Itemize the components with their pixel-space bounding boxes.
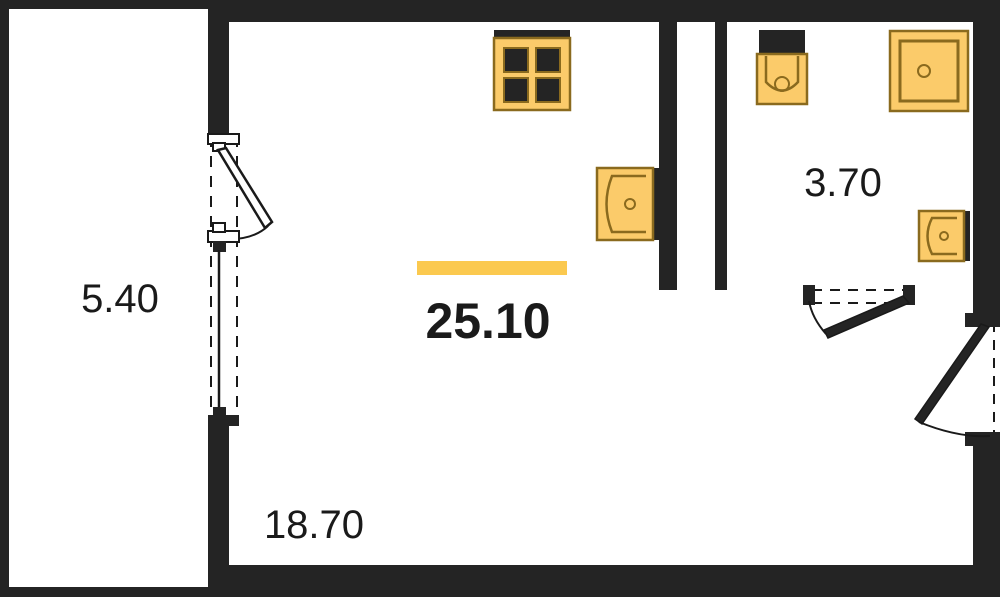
living-kitchen-interior xyxy=(229,22,659,565)
entrance-door[interactable] xyxy=(913,313,1000,446)
bottom-outer-wall xyxy=(229,565,973,597)
balcony-door-leaf[interactable] xyxy=(216,146,274,230)
balcony-mullion-bottom-block xyxy=(213,407,226,418)
toilet-body xyxy=(755,52,809,106)
living-kitchen-interior-right xyxy=(659,290,973,565)
toilet[interactable] xyxy=(755,30,809,106)
kitchen-sink-wall-strip xyxy=(651,168,659,240)
stove[interactable] xyxy=(492,30,572,112)
main-area-accent-bar xyxy=(417,261,567,275)
living-room-area-label: 18.70 xyxy=(264,503,364,547)
shower-tray-body xyxy=(888,29,970,113)
bathroom-door-opening-cut xyxy=(812,287,906,304)
bathroom-sink[interactable] xyxy=(917,209,970,263)
utility-shaft-interior xyxy=(677,22,715,290)
bathroom-sink-wall-strip xyxy=(962,211,970,261)
kitchen-sink-basin xyxy=(605,174,646,234)
balcony-mullion-top-block xyxy=(213,241,226,252)
toilet-cistern xyxy=(759,30,805,56)
shower-tray[interactable] xyxy=(888,29,970,113)
bathroom-door[interactable] xyxy=(803,285,915,339)
bathroom-door-jamb-left xyxy=(803,285,815,305)
stove-burner-4 xyxy=(535,77,561,103)
balcony-door-hinge-mid xyxy=(212,222,226,233)
area-labels: 25.10 5.40 3.70 18.70 xyxy=(81,161,882,547)
living-kitchen-area-label: 25.10 xyxy=(425,293,550,349)
bathroom-sink-basin xyxy=(926,216,957,256)
entrance-door-jamb-bottom xyxy=(965,432,1000,446)
bathroom-door-leaf[interactable] xyxy=(822,295,911,339)
entrance-door-jamb-top xyxy=(965,313,1000,327)
stove-burner-3 xyxy=(503,77,529,103)
stove-burner-2 xyxy=(535,47,561,73)
kitchen-sink-drain xyxy=(624,198,636,210)
bathroom-area-label: 3.70 xyxy=(804,161,882,205)
balcony-window-sill xyxy=(208,415,239,426)
bathroom-door-swing-arc xyxy=(808,300,827,335)
balcony-area-label: 5.40 xyxy=(81,277,159,321)
entrance-door-swing-arc xyxy=(918,421,991,438)
stove-burner-1 xyxy=(503,47,529,73)
right-outer-wall xyxy=(973,22,1000,565)
toilet-drain xyxy=(774,76,790,92)
stove-backsplash xyxy=(494,30,570,40)
shower-drain xyxy=(917,64,931,78)
shower-tray-inner xyxy=(898,39,960,103)
kitchen-sink[interactable] xyxy=(595,166,659,242)
bathroom-sink-drain xyxy=(939,231,949,241)
balcony-window[interactable] xyxy=(208,250,239,426)
balcony-interior xyxy=(9,9,208,587)
